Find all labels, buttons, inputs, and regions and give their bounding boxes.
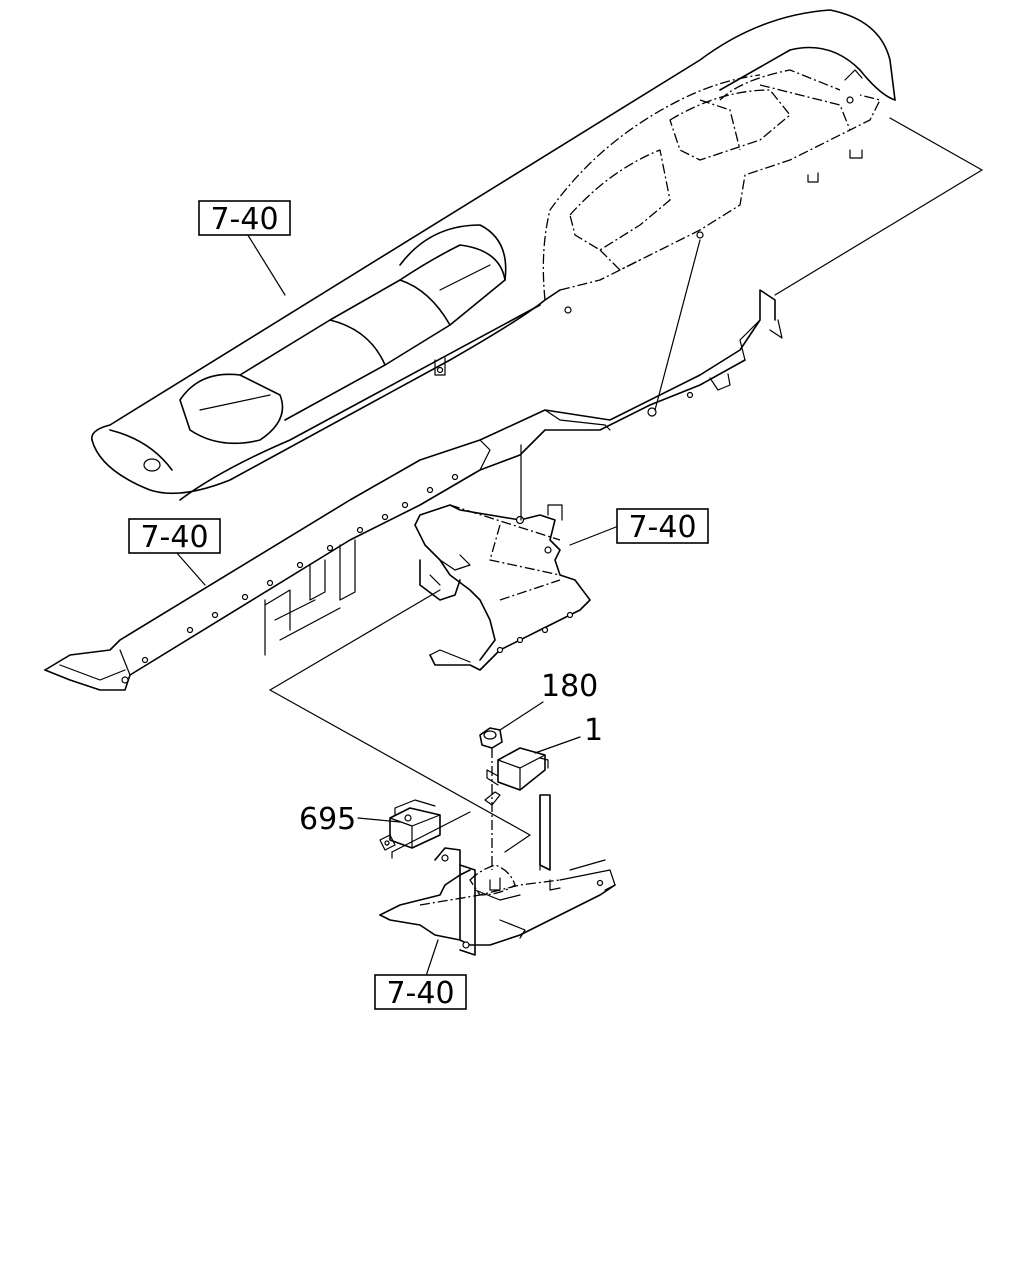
center-bracket <box>414 504 591 671</box>
floor-bracket <box>379 794 616 956</box>
part-180-nut <box>479 727 503 749</box>
part-1-sensor <box>484 747 549 806</box>
leader-lines <box>175 117 983 977</box>
ref-label-dashboard: 7-40 <box>210 202 278 237</box>
ref-box-dashboard[interactable]: 7-40 <box>198 200 291 237</box>
ref-box-floor-bracket[interactable]: 7-40 <box>374 974 467 1011</box>
ref-label-crossmember: 7-40 <box>140 520 208 555</box>
part-number-695[interactable]: 695 <box>299 802 356 837</box>
part-695-sensor <box>379 799 441 851</box>
ref-box-center-bracket[interactable]: 7-40 <box>616 508 709 545</box>
ref-label-center-bracket: 7-40 <box>628 510 696 545</box>
dashboard-panel <box>91 9 896 501</box>
crossmember-holes <box>121 391 694 684</box>
part-number-1[interactable]: 1 <box>584 713 603 748</box>
crossmember-beam <box>44 289 783 691</box>
part-number-180[interactable]: 180 <box>541 669 598 704</box>
ref-label-floor-bracket: 7-40 <box>386 976 454 1011</box>
ref-box-crossmember[interactable]: 7-40 <box>128 518 221 555</box>
